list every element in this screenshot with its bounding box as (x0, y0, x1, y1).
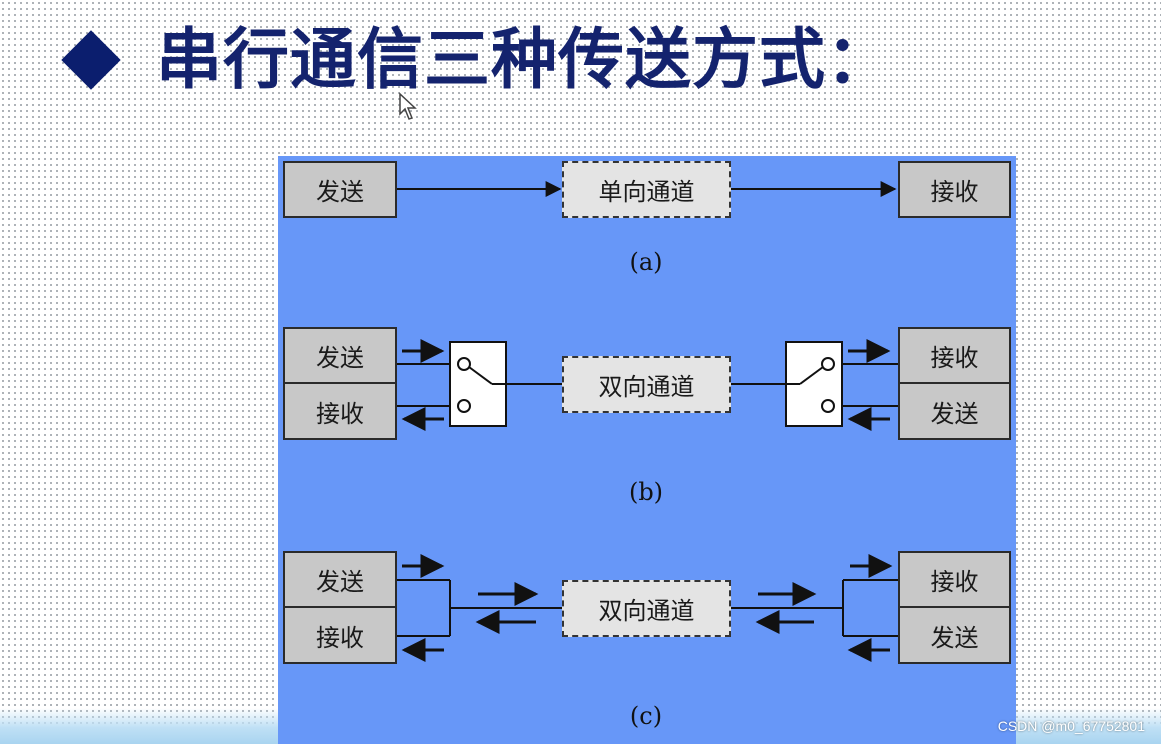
slide-title-row: 串行通信三种传送方式： (60, 18, 893, 102)
full-duplex-right-send-box: 发送 (898, 606, 1011, 664)
caption-c: (c) (629, 702, 663, 730)
full-duplex-lines (396, 554, 898, 662)
simplex-channel: 单向通道 (562, 161, 731, 218)
half-duplex-channel: 双向通道 (562, 356, 731, 413)
full-duplex-channel: 双向通道 (562, 580, 731, 637)
caption-b: (b) (628, 478, 664, 506)
diagram-lines (396, 181, 898, 662)
half-duplex-lines (396, 339, 898, 431)
simplex-sender-box: 发送 (283, 161, 397, 218)
half-duplex-right-receive-box: 接收 (898, 327, 1011, 384)
full-duplex-left-send-box: 发送 (283, 551, 397, 608)
half-duplex-left-receive-box: 接收 (283, 382, 397, 440)
simplex-receiver-box: 接收 (898, 161, 1011, 218)
half-duplex-left-send-box: 发送 (283, 327, 397, 384)
full-duplex-right-receive-box: 接收 (898, 551, 1011, 608)
full-duplex-left-receive-box: 接收 (283, 606, 397, 664)
mouse-cursor-icon (399, 92, 417, 120)
caption-a: (a) (629, 248, 663, 276)
slide-title: 串行通信三种传送方式： (156, 21, 893, 98)
half-duplex-right-send-box: 发送 (898, 382, 1011, 440)
transmission-diagram: 发送 单向通道 接收 (a) 发送 接收 双向通道 接收 发送 (b) 发送 接… (278, 156, 1016, 744)
diamond-bullet-icon (61, 30, 121, 90)
watermark: CSDN @m0_67752801 (997, 718, 1145, 734)
